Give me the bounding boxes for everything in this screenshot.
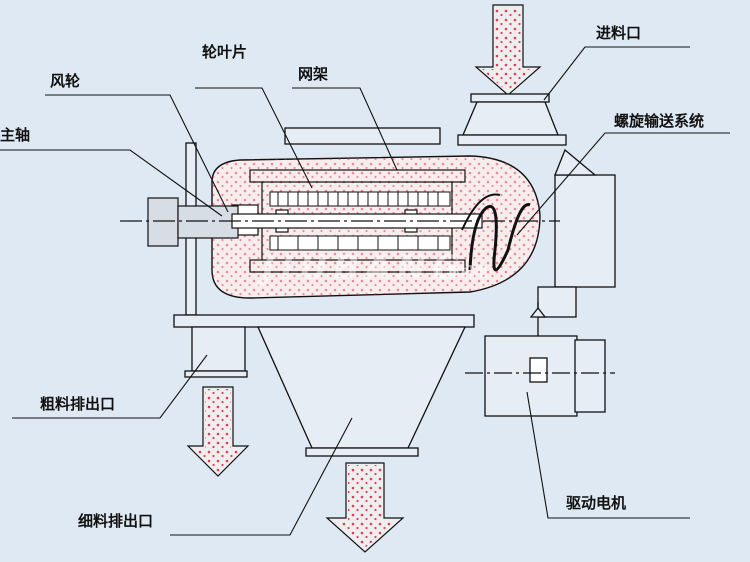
leader-coarse xyxy=(12,354,208,419)
leader-screen-frame xyxy=(292,87,398,171)
label-screen-frame: 网架 xyxy=(298,65,329,83)
fine-outlet-hopper xyxy=(256,326,467,457)
label-screw-conveyor: 螺旋输送系统 xyxy=(614,112,705,130)
leader-screw xyxy=(516,132,730,236)
label-fan-wheel: 风轮 xyxy=(50,72,81,90)
main-shaft xyxy=(120,197,560,247)
drive-housing xyxy=(537,148,616,318)
label-blade: 轮叶片 xyxy=(202,43,248,61)
leader-feed-inlet xyxy=(543,46,690,101)
feed-inlet-arrow xyxy=(474,4,542,96)
label-drive-motor: 驱动电机 xyxy=(566,494,627,512)
leader-main-shaft xyxy=(0,149,223,217)
drive-motor xyxy=(465,302,615,417)
leader-fine xyxy=(170,417,353,536)
label-coarse-outlet: 粗料排出口 xyxy=(40,395,116,413)
leader-lines xyxy=(0,46,730,536)
watermark-chinese: 九邦机电 xyxy=(432,265,488,281)
label-feed-inlet: 进料口 xyxy=(596,24,642,42)
label-fine-outlet: 细料排出口 xyxy=(78,512,154,530)
leader-motor xyxy=(526,391,690,519)
rotor-blades xyxy=(269,191,451,251)
leader-blade xyxy=(195,87,313,189)
fine-outlet-arrow xyxy=(325,462,405,553)
coarse-outlet-arrow xyxy=(186,386,250,477)
feed-inlet-hopper xyxy=(457,93,567,146)
coarse-outlet xyxy=(184,326,248,378)
screw-conveyor xyxy=(461,193,531,272)
leader-fan-wheel xyxy=(45,94,229,213)
label-main-shaft: 主轴 xyxy=(0,126,31,144)
